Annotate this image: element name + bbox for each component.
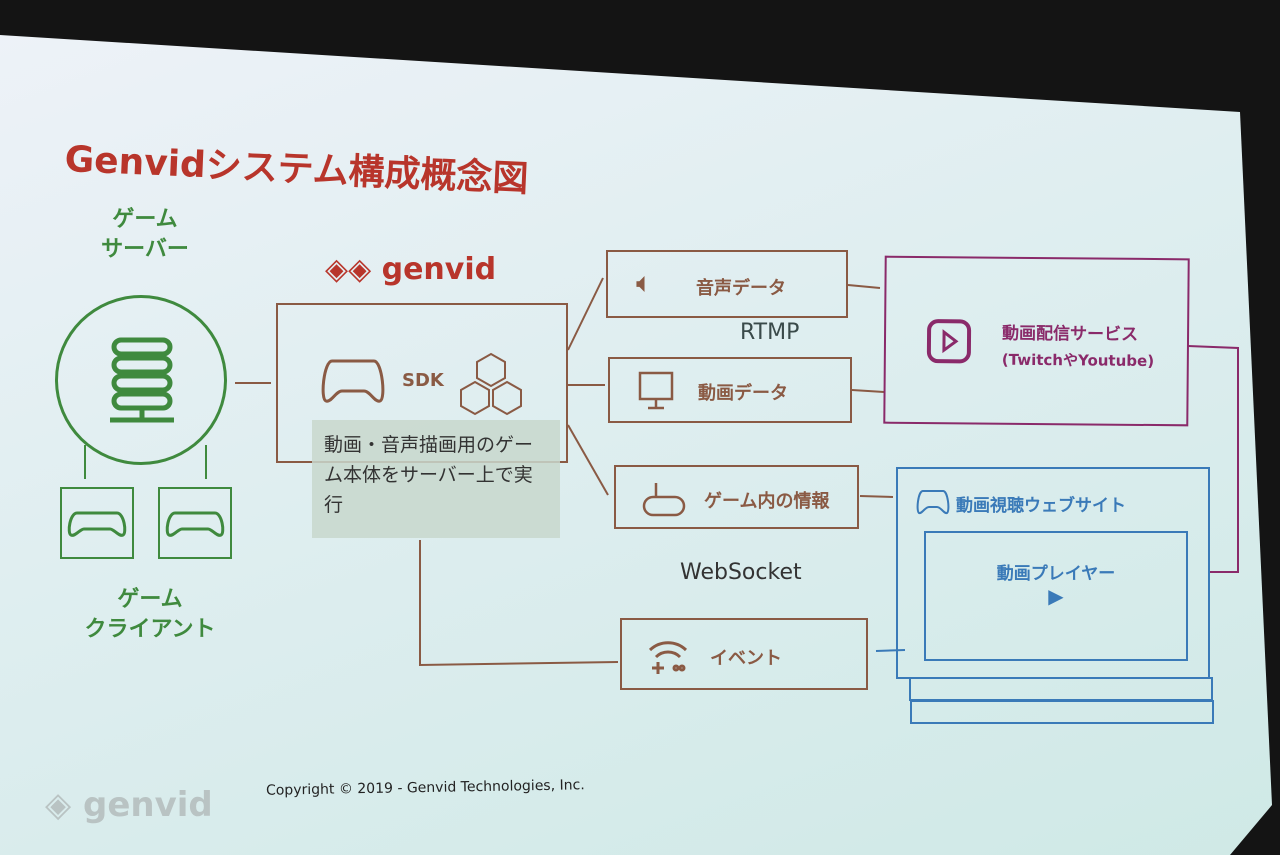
gamepad-icon [916,490,950,515]
video-player: 動画プレイヤー ▶ [924,531,1188,661]
video-data-box: 動画データ [608,357,852,423]
websocket-label: WebSocket [680,560,802,585]
play-icon: ▶ [1048,584,1064,608]
wifi-gamepad-icon [648,641,688,674]
game-client-label-1: ゲーム [117,587,183,612]
cubes-icon [460,352,522,416]
audio-data-box: 🔈︎ 音声データ [606,250,848,318]
joystick-icon [642,483,686,517]
rtmp-label: RTMP [740,320,800,345]
gamepad-icon [321,359,385,403]
footer-logo-text: genvid [82,785,213,825]
game-client-1 [60,487,134,559]
genvid-logo: ◈◈ genvid [325,252,496,287]
game-info-box: ゲーム内の情報 [614,465,859,529]
streaming-service-box: 動画配信サービス (TwitchやYoutube) [883,255,1190,427]
game-server-circle [55,295,227,465]
website-bar-2 [910,700,1214,724]
gamepad-icon [67,511,127,537]
website-title: 動画視聴ウェブサイト [956,496,1126,516]
game-server-label-2: サーバー [101,237,189,262]
game-info-label: ゲーム内の情報 [704,491,830,512]
footer-logo: ◈ genvid [45,785,213,825]
sdk-label: SDK [402,370,444,391]
play-button-icon [926,319,972,364]
speaker-icon: 🔈︎ [636,266,653,299]
streaming-service-line1: 動画配信サービス [1001,323,1139,345]
video-data-label: 動画データ [698,383,788,404]
genvid-logo-mark-icon: ◈◈ [325,252,382,287]
game-client-label: ゲーム クライアント [70,585,230,645]
streaming-service-line2: (TwitchやYoutube) [1001,350,1155,371]
genvid-logo-text: genvid [381,252,497,287]
game-server-label-1: ゲーム [112,207,178,232]
client-connector-right [205,445,207,479]
monitor-icon [638,371,674,410]
genvid-footer-mark-icon: ◈ [45,785,83,825]
video-player-label: 動画プレイヤー [996,564,1116,584]
sdk-note: 動画・音声描画用のゲーム本体をサーバー上で実行 [312,420,560,538]
website-bar-1 [909,677,1213,701]
gamepad-icon [165,511,225,537]
game-client-2 [158,487,232,559]
server-sdk-connector [235,382,271,384]
game-client-label-2: クライアント [84,617,216,642]
website-box: 動画視聴ウェブサイト 動画プレイヤー ▶ [896,467,1210,679]
client-connector-left [84,445,86,479]
game-server-label: ゲーム サーバー [80,205,210,265]
streaming-service-label: 動画配信サービス (TwitchやYoutube) [1002,321,1155,374]
audio-data-label: 音声データ [696,278,786,299]
server-icon [110,337,174,423]
event-box: イベント [620,618,868,690]
event-label: イベント [710,648,782,669]
